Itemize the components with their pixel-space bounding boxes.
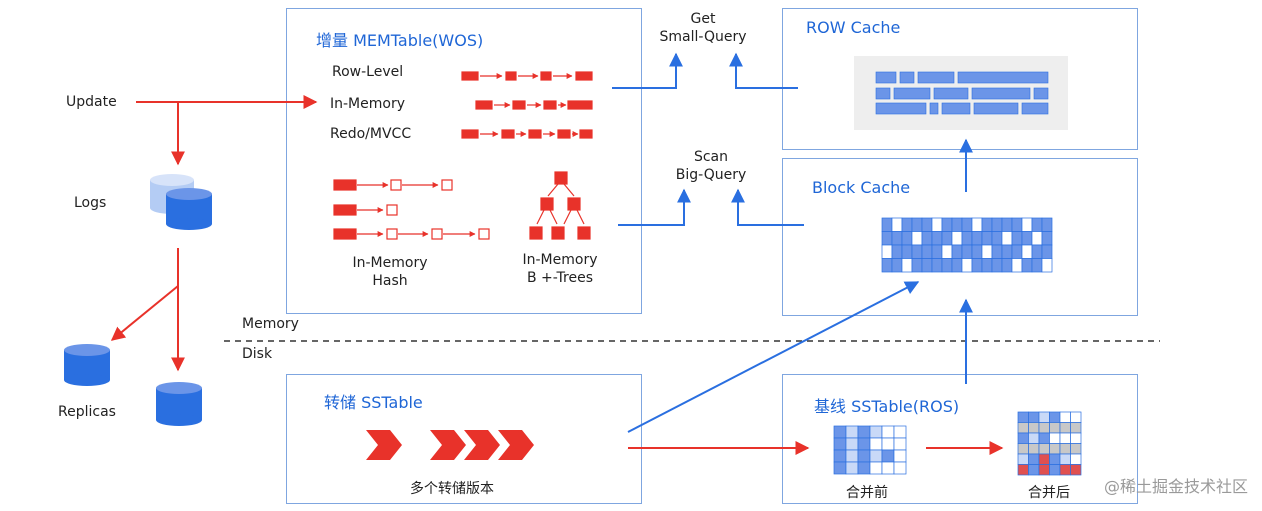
- block-cache-title: Block Cache: [812, 178, 911, 197]
- before-merge-grid-icon: [833, 425, 907, 475]
- block-cache-grid-icon: [881, 217, 1053, 273]
- disk-label: Disk: [242, 346, 273, 362]
- watermark: @稀土掘金技术社区: [1103, 477, 1248, 496]
- logs-db-icon: [150, 174, 212, 230]
- get-query-label: Get Small-Query: [648, 10, 758, 46]
- scan-query-line2: Big-Query: [675, 167, 747, 183]
- in-memory-label: In-Memory: [330, 96, 405, 112]
- hash-label-line2: Hash: [372, 273, 408, 289]
- hash-icon: [333, 179, 490, 240]
- transfer-versions-chevrons-icon: [366, 430, 534, 460]
- transfer-sstable-title: 转储 SSTable: [324, 393, 423, 412]
- update-arrows: [110, 95, 318, 372]
- query-flow-arrows: [612, 52, 973, 433]
- after-merge-label: 合并后: [1028, 485, 1070, 501]
- transfer-versions-caption: 多个转储版本: [410, 481, 494, 497]
- memory-label: Memory: [242, 316, 299, 332]
- btree-icon: [529, 171, 591, 240]
- redo-mvcc-chain-icon: [461, 129, 593, 139]
- btree-label-line2: B +-Trees: [526, 270, 593, 286]
- transfer-sstable-box: [286, 374, 642, 504]
- replicas-label: Replicas: [58, 404, 116, 420]
- row-level-chain-icon: [461, 71, 593, 81]
- base-sstable-title: 基线 SSTable(ROS): [814, 397, 960, 416]
- row-cache-title: ROW Cache: [806, 18, 901, 37]
- get-query-line1: Get: [690, 11, 716, 27]
- scan-query-label: Scan Big-Query: [656, 148, 766, 184]
- row-level-label: Row-Level: [332, 64, 404, 80]
- row-cache-icon: [854, 56, 1068, 130]
- scan-query-line1: Scan: [693, 149, 729, 165]
- wos-memtable-box: [286, 8, 642, 314]
- replica-db-icon-2: [156, 382, 202, 426]
- btree-label-line1: In-Memory: [522, 252, 598, 268]
- redo-mvcc-label: Redo/MVCC: [330, 126, 412, 142]
- get-query-line2: Small-Query: [659, 29, 747, 45]
- in-memory-chain-icon: [475, 100, 593, 110]
- before-merge-label: 合并前: [846, 485, 888, 501]
- update-label: Update: [66, 94, 117, 110]
- wos-title: 增量 MEMTable(WOS): [316, 31, 484, 50]
- hash-label: In-Memory Hash: [340, 254, 440, 290]
- hash-label-line1: In-Memory: [352, 255, 428, 271]
- btree-label: In-Memory B +-Trees: [510, 251, 610, 287]
- after-merge-grid-icon: [1017, 411, 1082, 476]
- replica-db-icon-1: [64, 344, 110, 386]
- logs-label: Logs: [74, 195, 107, 211]
